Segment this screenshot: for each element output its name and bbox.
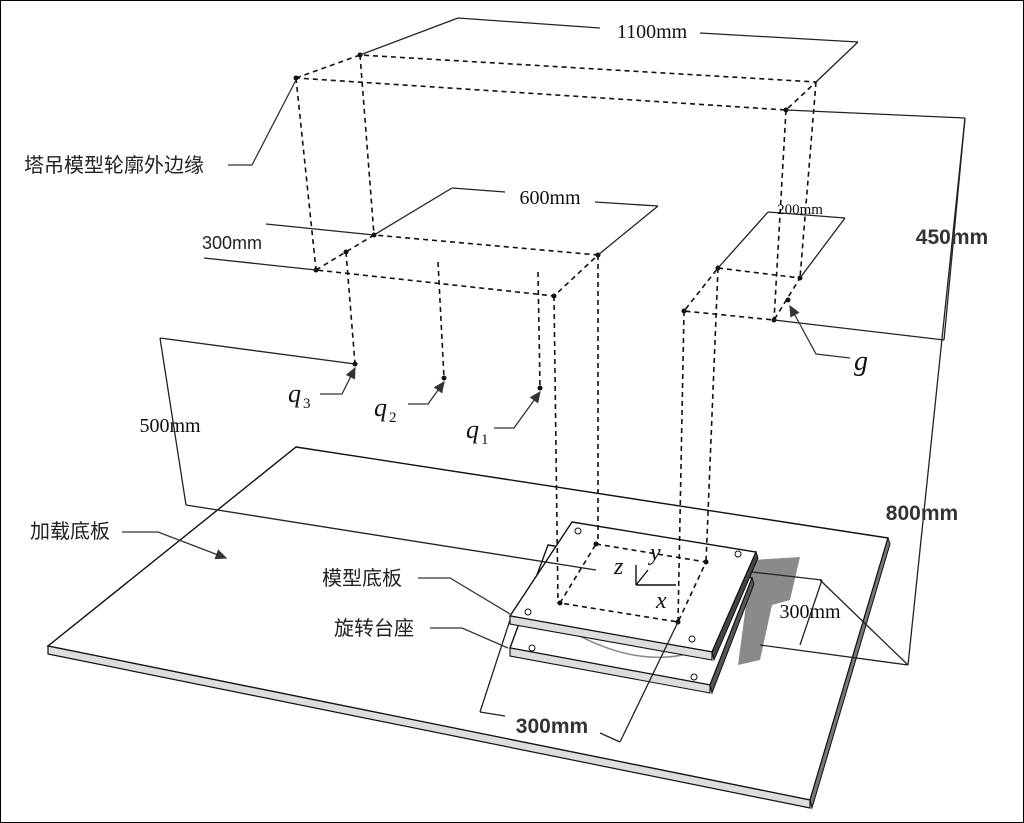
label-turntable: 旋转台座 xyxy=(334,617,414,640)
dim-300-bottom: 300mm xyxy=(516,715,588,738)
svg-text:1: 1 xyxy=(481,432,489,448)
dim-450: 450mm xyxy=(916,226,988,249)
axis-z-label: z xyxy=(613,554,624,580)
axis-y-label: y xyxy=(648,540,661,566)
model-base xyxy=(508,521,759,662)
dimension-lines xyxy=(159,17,966,743)
crane-outline xyxy=(293,52,818,625)
dim-500: 500mm xyxy=(139,415,201,437)
dim-600: 600mm xyxy=(519,187,581,209)
dim-1100: 1100mm xyxy=(617,21,688,43)
coordinate-axes xyxy=(635,565,676,586)
symbol-g: g xyxy=(854,346,868,377)
loading-plate xyxy=(46,446,891,810)
label-loading-plate: 加载底板 xyxy=(30,520,110,543)
symbol-q2: q 2 xyxy=(374,393,397,426)
dim-300-left: 300mm xyxy=(202,233,262,253)
leader-lines xyxy=(122,79,851,649)
symbol-q3: q 3 xyxy=(288,379,311,412)
svg-text:2: 2 xyxy=(389,410,397,426)
svg-text:q: q xyxy=(466,415,479,444)
symbol-q1: q 1 xyxy=(466,415,489,448)
dim-800: 800mm xyxy=(886,502,958,525)
dim-200: 200mm xyxy=(777,202,823,218)
label-model-base: 模型底板 xyxy=(322,567,402,590)
axis-x-label: x xyxy=(655,588,667,614)
dim-300-base: 300mm xyxy=(779,601,841,623)
svg-text:q: q xyxy=(374,393,387,422)
label-crane-outline: 塔吊模型轮廓外边缘 xyxy=(24,154,204,177)
svg-text:3: 3 xyxy=(303,396,311,412)
svg-text:q: q xyxy=(288,379,301,408)
